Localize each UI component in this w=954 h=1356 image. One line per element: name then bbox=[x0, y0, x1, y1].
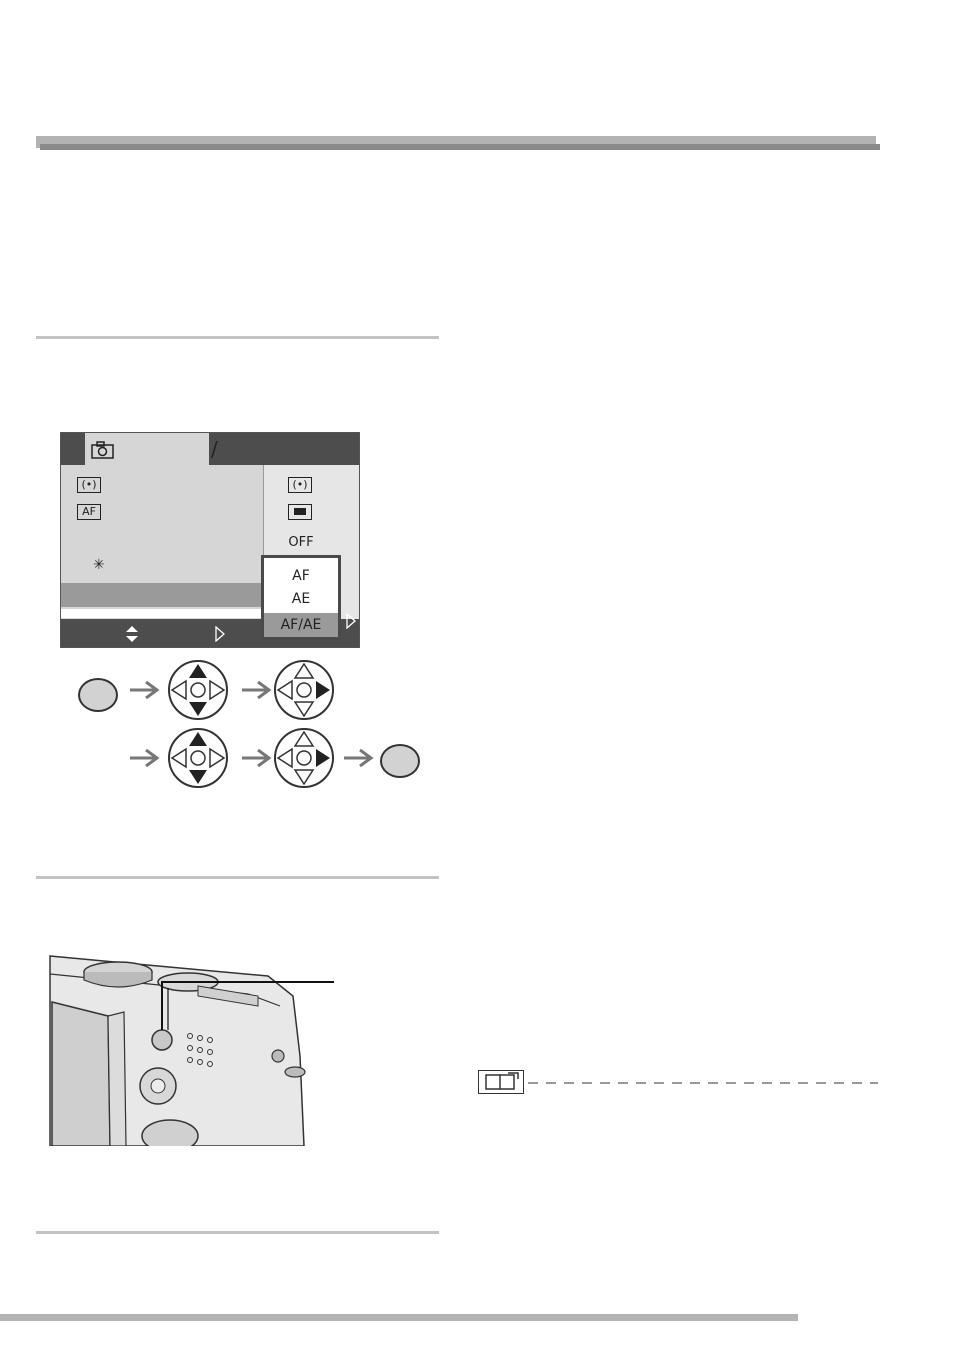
cursor-button-right-icon bbox=[274, 728, 334, 788]
row3-value: OFF bbox=[288, 535, 314, 550]
lcd-tab-record: / bbox=[85, 433, 218, 465]
section-divider bbox=[36, 336, 439, 339]
section-divider bbox=[36, 1231, 439, 1234]
lcd-selected-row bbox=[61, 583, 263, 607]
right-arrow-icon bbox=[346, 613, 356, 629]
sequence-arrow-icon bbox=[130, 748, 160, 768]
metering-spot-icon: (•) bbox=[77, 477, 101, 493]
header-rule bbox=[36, 136, 880, 150]
camera-icon bbox=[91, 441, 114, 459]
cursor-button-right-icon bbox=[274, 660, 334, 720]
menu-button bbox=[380, 744, 420, 778]
af-mode-icon: AF bbox=[77, 504, 101, 520]
sequence-arrow-icon bbox=[130, 680, 160, 700]
cursor-button-up-down-icon bbox=[168, 728, 228, 788]
right-arrow-icon bbox=[215, 626, 225, 642]
metering-spot-icon: (•) bbox=[288, 477, 312, 493]
popup-option-ae: AE bbox=[291, 591, 311, 607]
note-book-icon bbox=[478, 1070, 524, 1094]
tab-separator: / bbox=[211, 437, 218, 461]
sequence-arrow-icon bbox=[344, 748, 374, 768]
af-ae-lock-popup: AF AE AF/AE bbox=[261, 555, 341, 640]
lcd-menu-illustration: / (•) AF ✳ (•) OFF AF AE AF/AE bbox=[60, 432, 360, 648]
sunburst-icon: ✳ bbox=[93, 557, 105, 573]
camera-top-illustration bbox=[48, 946, 358, 1146]
popup-option-af: AF bbox=[292, 568, 310, 584]
up-down-arrows-icon bbox=[126, 626, 138, 642]
cursor-button-up-down-icon bbox=[168, 660, 228, 720]
popup-option-af-ae: AF/AE bbox=[264, 613, 338, 637]
menu-button bbox=[78, 678, 118, 712]
lcd-row-separator bbox=[61, 609, 263, 618]
footer-rule bbox=[0, 1314, 798, 1321]
sequence-arrow-icon bbox=[242, 748, 272, 768]
focus-area-icon bbox=[288, 504, 312, 520]
sequence-arrow-icon bbox=[242, 680, 272, 700]
note-divider bbox=[528, 1082, 878, 1084]
section-divider bbox=[36, 876, 439, 879]
